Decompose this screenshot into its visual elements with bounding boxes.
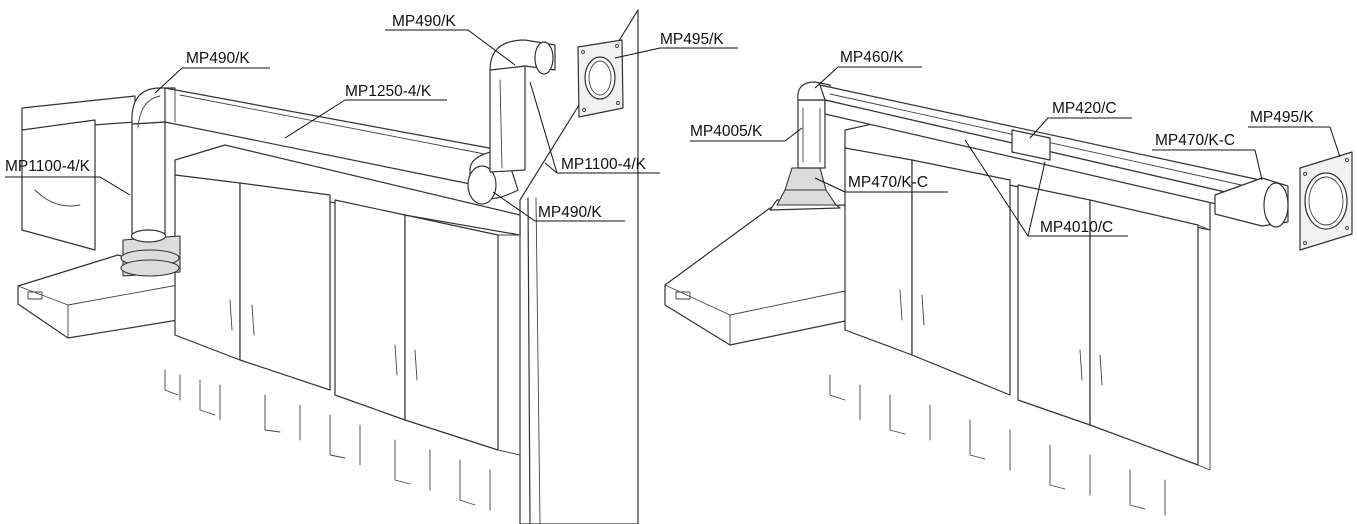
label-pipe-vertical-left: MP1100-4/K [5,158,91,175]
label-transition-hood: MP470/K-C [848,174,928,191]
flat-duct-system-right [776,81,1289,228]
leaders-right [690,66,1341,237]
label-adapter-vertical: MP4005/K [690,123,763,140]
round-duct-system-left [120,39,556,277]
left-installation-drawing: MP490/K MP490/K MP1250-4/K MP1100-4/K MP… [5,9,738,524]
leaders-left [5,29,738,222]
label-pipe-horizontal: MP1250-4/K [345,83,432,100]
right-installation-drawing: MP460/K MP4005/K MP420/C MP495/K MP470/K… [664,49,1353,516]
range-hood-right [664,199,851,346]
label-elbow-bottom-right: MP490/K [538,204,602,221]
label-elbow-top-right: MP490/K [392,13,456,30]
labels-left: MP490/K MP490/K MP1250-4/K MP1100-4/K MP… [5,13,724,221]
label-connector: MP420/C [1052,100,1117,117]
wall-plate-right [1299,151,1353,251]
label-pipe-vertical-right: MP1100-4/K [561,156,647,173]
label-transition-right: MP470/K-C [1155,132,1235,149]
label-wall-plate-left: MP495/K [660,31,724,48]
wall-plate-left [577,39,624,118]
label-wall-plate-right: MP495/K [1250,109,1314,126]
label-elbow-top-left: MP490/K [186,50,250,67]
label-elbow-top-right-figure: MP460/K [840,49,904,66]
label-channel: MP4010/C [1040,219,1113,236]
labels-right: MP460/K MP4005/K MP420/C MP495/K MP470/K… [690,49,1314,236]
cabinets-left [164,144,521,511]
cabinets-right [829,117,1211,516]
